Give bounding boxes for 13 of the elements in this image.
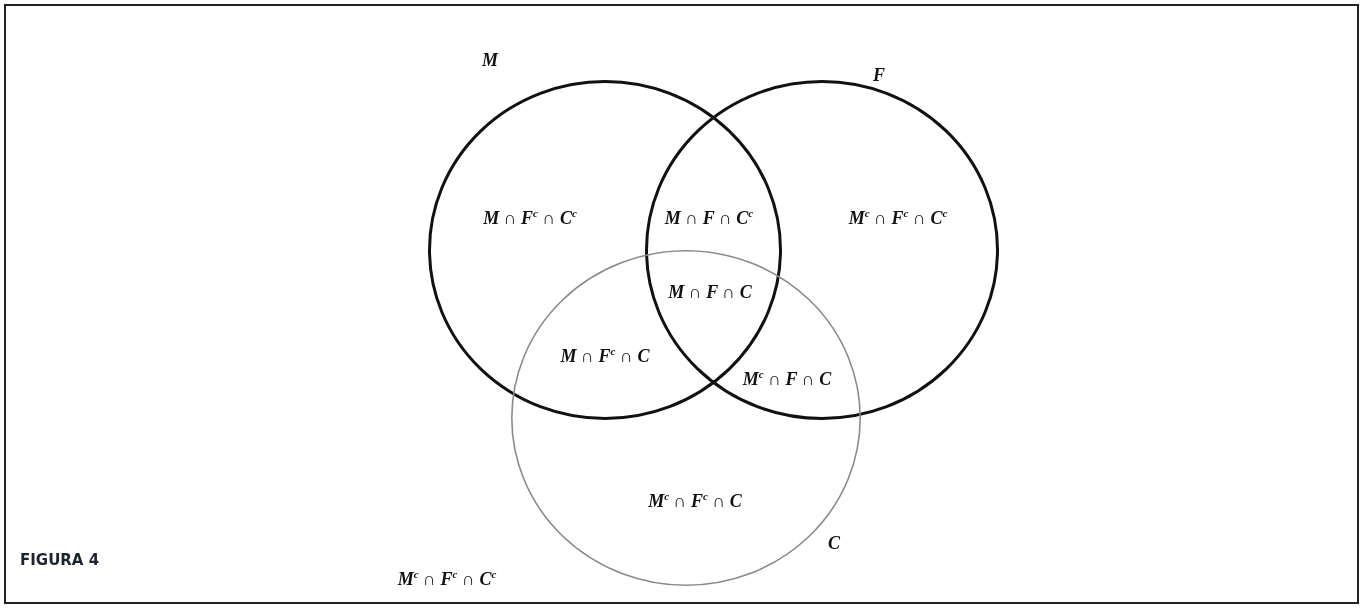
region-label: M ∩ F ∩ C (668, 283, 752, 301)
region-label: M ∩ F ∩ C$^{c}$ (664, 209, 754, 227)
set-name: F (873, 66, 885, 84)
figure-caption: FIGURA 4 (20, 551, 100, 569)
region-label: M ∩ F$^{c}$ ∩ C (560, 347, 650, 365)
region-label: M$^{c}$ ∩ F$^{c}$ ∩ C$^{c}$ (397, 570, 497, 588)
set-name: C (828, 534, 840, 552)
universe-frame (4, 4, 1359, 604)
region-label: M ∩ F$^{c}$ ∩ C$^{c}$ (483, 209, 577, 227)
region-label: M$^{c}$ ∩ F$^{c}$ ∩ C$^{c}$ (848, 209, 948, 227)
set-name: M (482, 51, 498, 69)
region-label: M$^{c}$ ∩ F$^{c}$ ∩ C (648, 492, 742, 510)
region-label: M$^{c}$ ∩ F ∩ C (742, 370, 832, 388)
